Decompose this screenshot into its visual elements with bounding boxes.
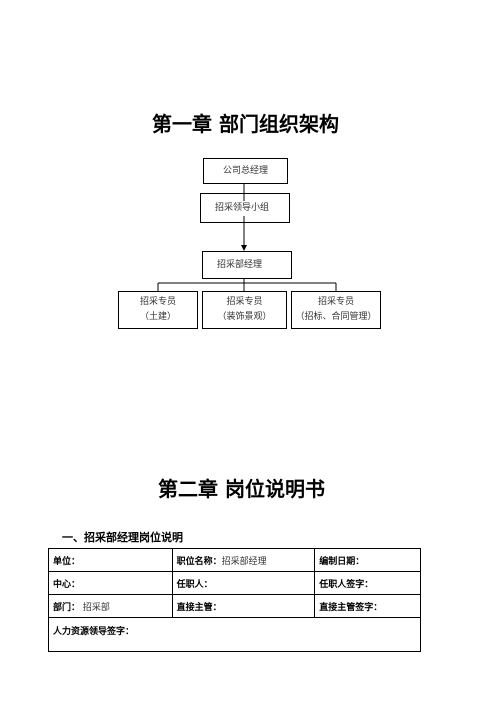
org-box-staff-decoration: 招采专员 （装饰景观）: [202, 291, 287, 329]
hr-sign-label: 人力资源领导签字：: [53, 627, 135, 637]
org-box-leading-group-label: 招采领导小组: [215, 200, 270, 216]
org-box-staff-tender-line2: （招标、合同管理）: [295, 312, 377, 322]
org-box-staff-tender: 招采专员 （招标、合同管理）: [291, 291, 381, 329]
holder-label: 任职人：: [176, 579, 213, 590]
dept-value: 招采部: [82, 602, 110, 613]
job-description-table: 单位： 职位名称：招采部经理 编制日期： 中心： 任职人： 任职人签字： 部门：…: [48, 548, 421, 652]
holder-sign-label: 任职人签字：: [319, 579, 374, 590]
org-box-staff-civil-line2: （土建）: [139, 312, 176, 322]
holder-sign-cell: 任职人签字：: [314, 571, 421, 595]
table-row: 中心： 任职人： 任职人签字：: [48, 571, 421, 595]
org-box-manager-label: 招采部经理: [217, 259, 263, 270]
date-label: 编制日期：: [319, 556, 365, 567]
org-box-ceo-label: 公司总经理: [222, 165, 268, 176]
dept-cell: 部门： 招采部: [48, 594, 173, 618]
dept-label: 部门：: [53, 602, 81, 613]
position-label: 职位名称：: [176, 556, 222, 567]
center-cell: 中心：: [48, 571, 173, 595]
org-box-staff-decoration-line2: （装饰景观）: [217, 312, 272, 322]
supervisor-sign-label: 直接主管签字：: [319, 602, 383, 613]
org-box-staff-tender-line1: 招采专员: [317, 297, 354, 307]
supervisor-label: 直接主管：: [176, 602, 222, 613]
section-1-title: 一、招采部经理岗位说明: [62, 531, 183, 544]
org-box-staff-civil-line1: 招采专员: [139, 297, 176, 307]
org-box-leading-group: 招采领导小组: [200, 193, 290, 223]
org-box-manager: 招采部经理: [202, 251, 292, 279]
table-row: 人力资源领导签字：: [48, 617, 421, 652]
hr-sign-cell: 人力资源领导签字：: [48, 617, 421, 652]
chapter-2-title: 第二章 岗位说明书: [158, 477, 325, 501]
supervisor-sign-cell: 直接主管签字：: [314, 594, 421, 618]
org-box-staff-civil: 招采专员 （土建）: [118, 291, 198, 329]
chapter-1-title: 第一章 部门组织架构: [152, 112, 339, 136]
position-cell: 职位名称：招采部经理: [171, 548, 316, 572]
org-box-ceo: 公司总经理: [203, 158, 288, 184]
position-value: 招采部经理: [221, 556, 267, 567]
table-row: 单位： 职位名称：招采部经理 编制日期：: [48, 548, 421, 572]
org-box-staff-decoration-line1: 招采专员: [226, 297, 263, 307]
table-row: 部门： 招采部 直接主管： 直接主管签字：: [48, 594, 421, 618]
supervisor-cell: 直接主管：: [171, 594, 316, 618]
holder-cell: 任职人：: [171, 571, 316, 595]
unit-label: 单位：: [53, 556, 81, 567]
unit-cell: 单位：: [48, 548, 173, 572]
center-label: 中心：: [53, 579, 81, 590]
date-cell: 编制日期：: [314, 548, 421, 572]
